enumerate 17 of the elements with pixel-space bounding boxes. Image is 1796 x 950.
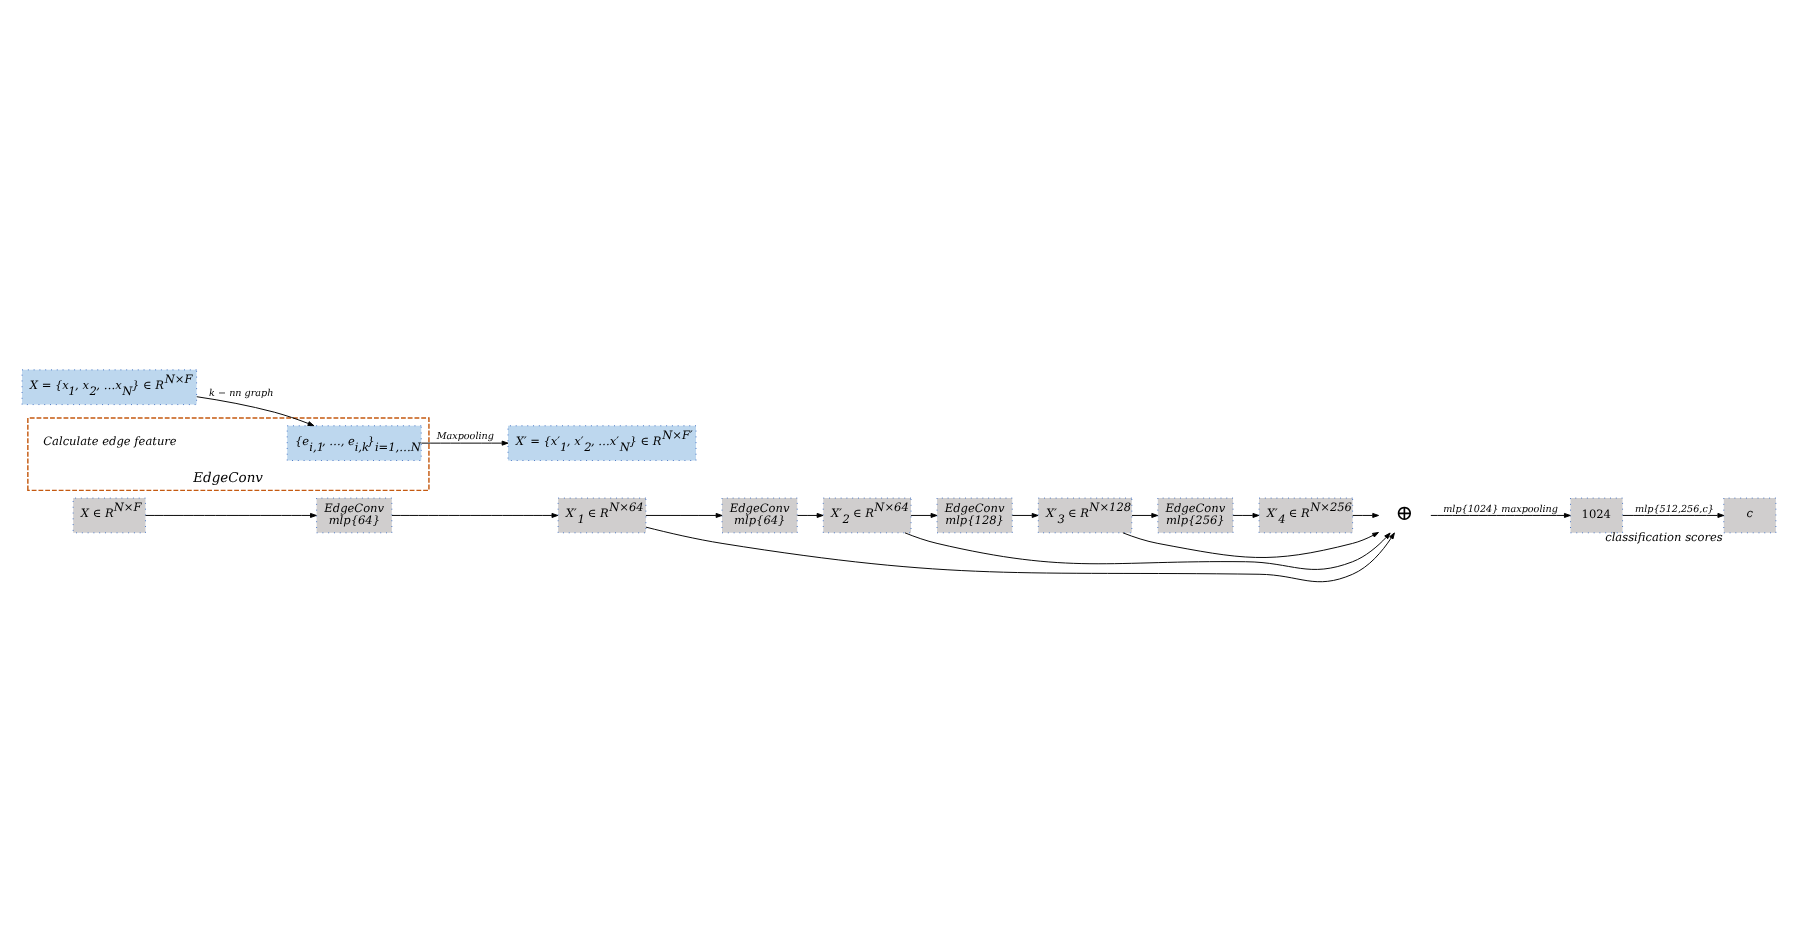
- arrow: [797, 511, 824, 517]
- arrow: [904, 531, 1391, 569]
- arrow: [910, 511, 938, 517]
- arrow: [1122, 531, 1379, 557]
- arrow: [391, 511, 559, 517]
- arrow: [1622, 511, 1725, 517]
- arrow: [1011, 511, 1039, 517]
- arrow: [196, 395, 315, 426]
- arrow: [1232, 511, 1260, 517]
- arrow: [1430, 511, 1571, 517]
- arrow: [1131, 511, 1159, 517]
- node-text: ⊕: [1395, 500, 1414, 525]
- arrow: [1352, 511, 1379, 517]
- arrow: [645, 525, 1395, 582]
- arrow: [145, 511, 317, 517]
- arrow: [645, 511, 723, 517]
- arrow: [420, 439, 509, 445]
